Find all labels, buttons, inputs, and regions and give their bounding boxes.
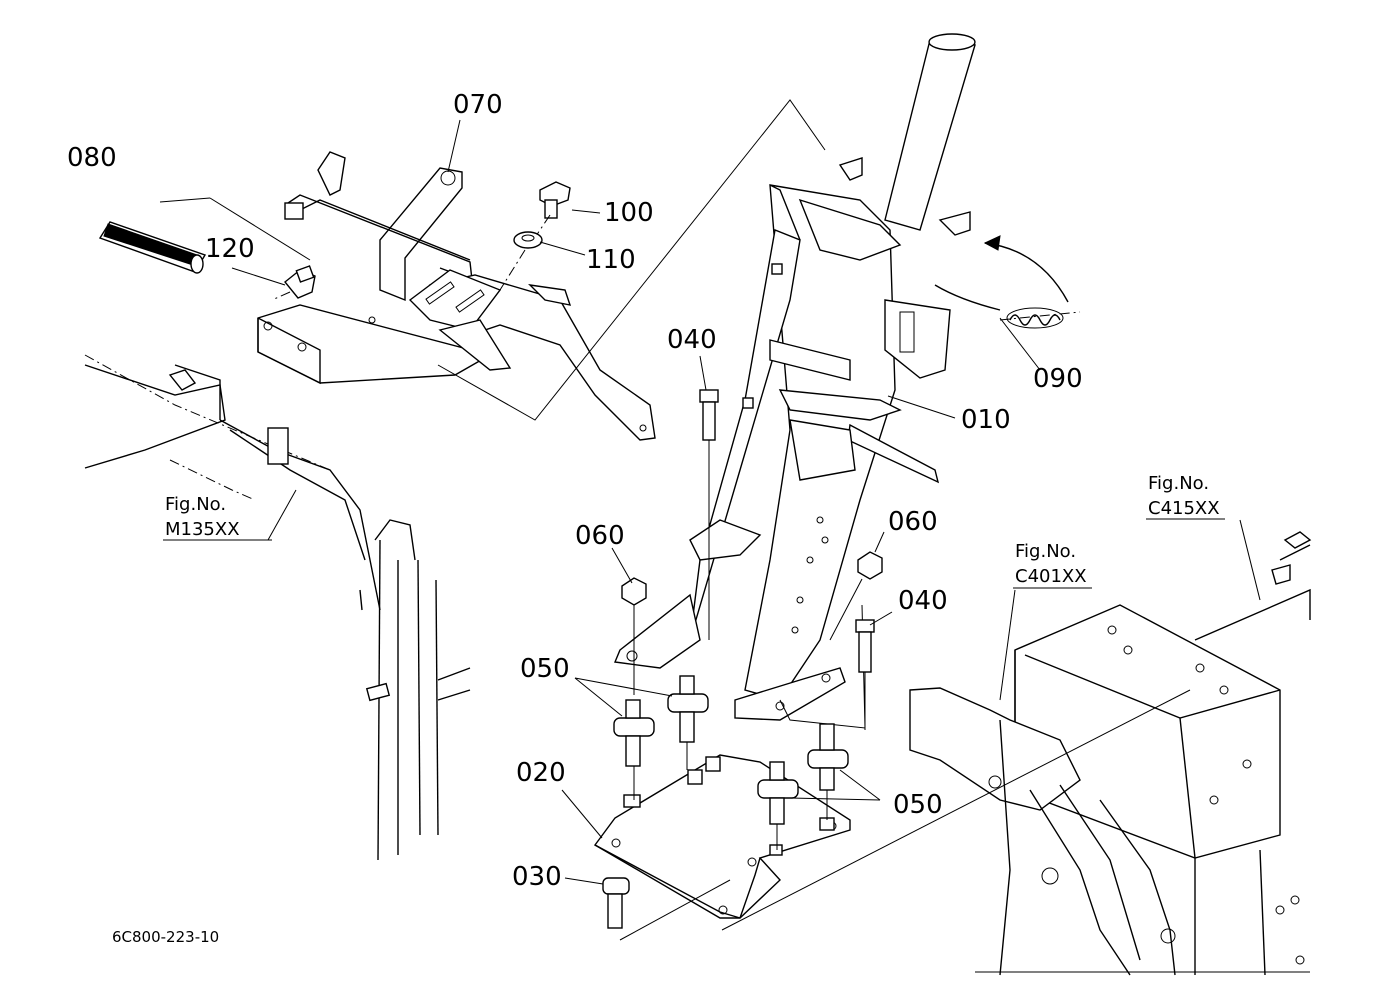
label-060-right: 060 — [888, 507, 938, 537]
figref-c401-code: C401XX — [1015, 566, 1087, 587]
transmission-frame-right — [909, 531, 1312, 976]
label-090: 090 — [1033, 364, 1083, 394]
machine-frame-left — [84, 354, 471, 861]
figref-m135xx[interactable]: Fig.No. M135XX — [163, 494, 272, 541]
label-030: 030 — [512, 862, 562, 892]
figref-c415-code: C415XX — [1148, 498, 1220, 519]
figref-c401xx[interactable]: Fig.No. C401XX — [1013, 541, 1092, 589]
figref-m135-title: Fig.No. — [165, 494, 226, 515]
part-110-washer[interactable] — [499, 231, 543, 291]
leader-lines — [159, 119, 1261, 931]
part-050-mount-group-left[interactable] — [613, 675, 709, 800]
part-020-base-plate[interactable] — [593, 754, 851, 919]
part-100-bolt[interactable] — [529, 181, 571, 246]
label-050-left: 050 — [520, 654, 570, 684]
part-070-bracket-assembly[interactable] — [257, 99, 826, 441]
label-070: 070 — [453, 90, 503, 120]
part-040-bolt-upper[interactable] — [699, 389, 719, 640]
part-040-bolt-lower[interactable] — [855, 619, 875, 730]
label-060-left: 060 — [575, 521, 625, 551]
part-120-grease-fitting[interactable] — [271, 265, 316, 301]
label-010: 010 — [961, 405, 1011, 435]
drawing-code: 6C800-223-10 — [112, 928, 219, 946]
part-010-column[interactable] — [614, 33, 976, 729]
label-020: 020 — [516, 758, 566, 788]
label-110: 110 — [586, 245, 636, 275]
label-050-right: 050 — [893, 790, 943, 820]
part-080-tube[interactable] — [98, 221, 207, 274]
figref-c415-title: Fig.No. — [1148, 473, 1209, 494]
label-120: 120 — [205, 234, 255, 264]
figref-c415xx[interactable]: Fig.No. C415XX — [1146, 473, 1225, 520]
part-090-spring[interactable] — [934, 235, 1081, 329]
label-080: 080 — [67, 143, 117, 173]
part-050-mount-group-right[interactable] — [757, 723, 849, 850]
label-100: 100 — [604, 198, 654, 228]
figure-references: Fig.No. M135XX Fig.No. C401XX Fig.No. C4… — [163, 473, 1225, 589]
label-040-upper: 040 — [667, 325, 717, 355]
figref-m135-code: M135XX — [165, 519, 240, 540]
part-labels: 080 070 120 100 110 090 010 040 040 060 … — [67, 90, 1083, 892]
part-060-nut-right[interactable] — [829, 551, 883, 641]
part-030-bolt[interactable] — [602, 877, 731, 941]
part-060-nut-left[interactable] — [621, 577, 647, 695]
label-040-lower: 040 — [898, 586, 948, 616]
figref-c401-title: Fig.No. — [1015, 541, 1076, 562]
